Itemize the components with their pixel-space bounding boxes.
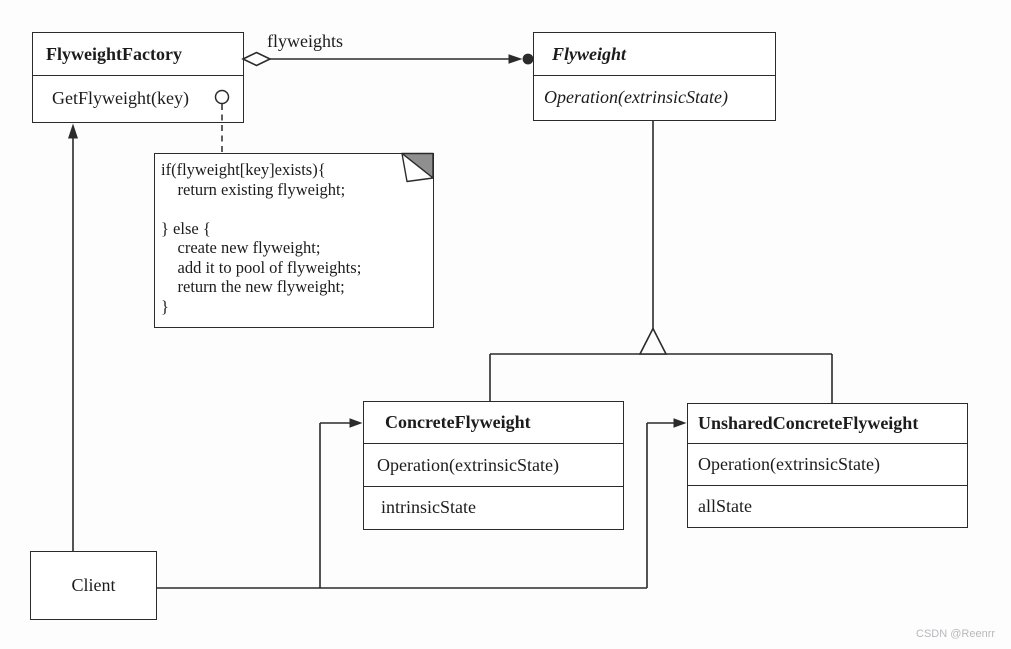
aggregation-diamond-icon — [241, 51, 272, 67]
arrowhead-icon — [349, 418, 363, 428]
class-box-client: Client — [30, 551, 157, 620]
class-title-unshared-concrete-flyweight: UnsharedConcreteFlyweight — [698, 413, 919, 433]
generalization-connector — [489, 121, 833, 404]
class-title-concrete-flyweight: ConcreteFlyweight — [385, 412, 531, 432]
method-getflyweight: GetFlyweight(key) — [33, 75, 243, 120]
note-line: return existing flyweight; — [161, 179, 346, 199]
pseudocode-note: if(flyweight[key]exists){ return existin… — [154, 153, 434, 328]
inheritance-triangle-icon — [638, 326, 668, 355]
attribute-intrinsic-state: intrinsicState — [364, 486, 623, 528]
class-title-flyweight: Flyweight — [552, 43, 627, 64]
arrowhead-icon — [508, 54, 523, 64]
aggregation-role-label: flyweights — [267, 31, 343, 51]
class-box-flyweight: Flyweight Operation(extrinsicState) — [533, 32, 776, 121]
note-line: create new flyweight; — [161, 238, 321, 257]
note-line: return the new flyweight; — [161, 277, 345, 296]
note-line: add it to pool of flyweights; — [161, 257, 362, 277]
arrowhead-icon — [673, 418, 687, 428]
client-factory-connector — [68, 123, 78, 551]
filled-dot-icon — [522, 53, 534, 65]
class-title-flyweight-factory: FlyweightFactory — [46, 43, 182, 64]
attribute-all-state: allState — [688, 485, 967, 526]
note-line: } else { — [161, 218, 211, 238]
method-operation-unshared: Operation(extrinsicState) — [688, 443, 967, 485]
note-line — [161, 199, 429, 219]
watermark-text: CSDN @Reenrr — [916, 628, 996, 640]
class-title-client: Client — [71, 575, 116, 595]
class-box-concrete-flyweight: ConcreteFlyweight Operation(extrinsicSta… — [363, 401, 624, 530]
note-line: } — [161, 296, 169, 316]
class-box-unshared-concrete-flyweight: UnsharedConcreteFlyweight Operation(extr… — [687, 403, 968, 528]
aggregation-connector — [241, 51, 534, 67]
method-operation-concrete: Operation(extrinsicState) — [364, 443, 623, 486]
note-line: if(flyweight[key]exists){ — [161, 160, 326, 179]
arrowhead-icon — [68, 123, 78, 139]
method-operation-abstract: Operation(extrinsicState) — [534, 75, 775, 119]
class-box-flyweight-factory: FlyweightFactory GetFlyweight(key) — [32, 32, 244, 123]
